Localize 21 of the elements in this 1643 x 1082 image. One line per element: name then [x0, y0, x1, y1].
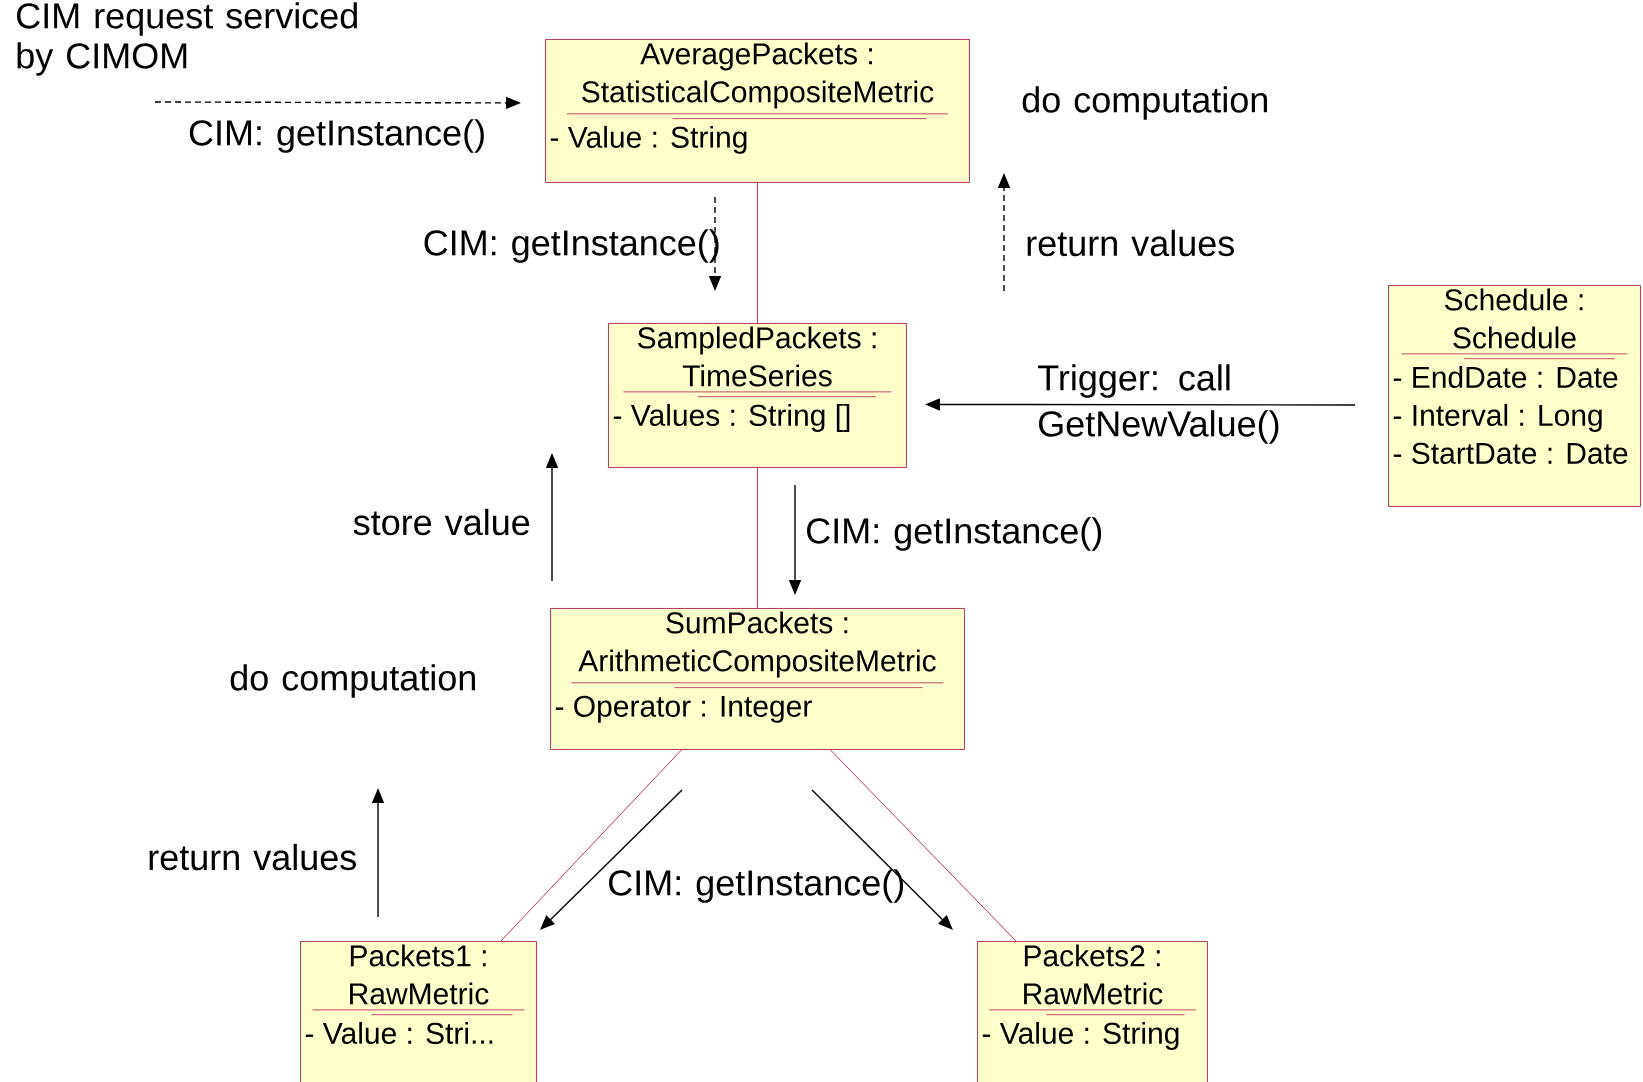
message-label: CIM: getInstance(): [609, 869, 904, 903]
message-label: return values: [1027, 229, 1234, 257]
edge-label: CIM: getInstance(): [189, 119, 484, 153]
object-box: AveragePackets : StatisticalCompositeMetric - Value : String: [545, 39, 970, 183]
edge-label: Trigger: call GetNewValue(): [1038, 364, 1279, 444]
message-label: do computation: [230, 664, 475, 698]
object-box: SampledPackets : TimeSeries - Values : String []: [608, 323, 907, 468]
message-label: return values: [149, 843, 356, 871]
object-box: Packets1 : RawMetric - Value : Stri...: [300, 941, 537, 1082]
object-box: Packets2 : RawMetric - Value : String: [977, 941, 1208, 1082]
link-line: [500, 749, 682, 942]
link-line: [830, 749, 1017, 942]
link-line: [757, 182, 758, 324]
object-box: Schedule : Schedule - EndDate : Date - Interval : Long - StartDate : Date: [1388, 285, 1641, 507]
message-label: CIM: getInstance(): [807, 517, 1102, 551]
message-label: do computation: [1022, 86, 1267, 120]
message-label: CIM request serviced by CIMOM: [17, 2, 357, 76]
object-box: SumPackets : ArithmeticCompositeMetric - Operator : Integer: [550, 608, 965, 750]
message-label: store value: [353, 508, 530, 536]
link-line: [757, 467, 758, 609]
message-label: CIM: getInstance(): [424, 229, 719, 263]
